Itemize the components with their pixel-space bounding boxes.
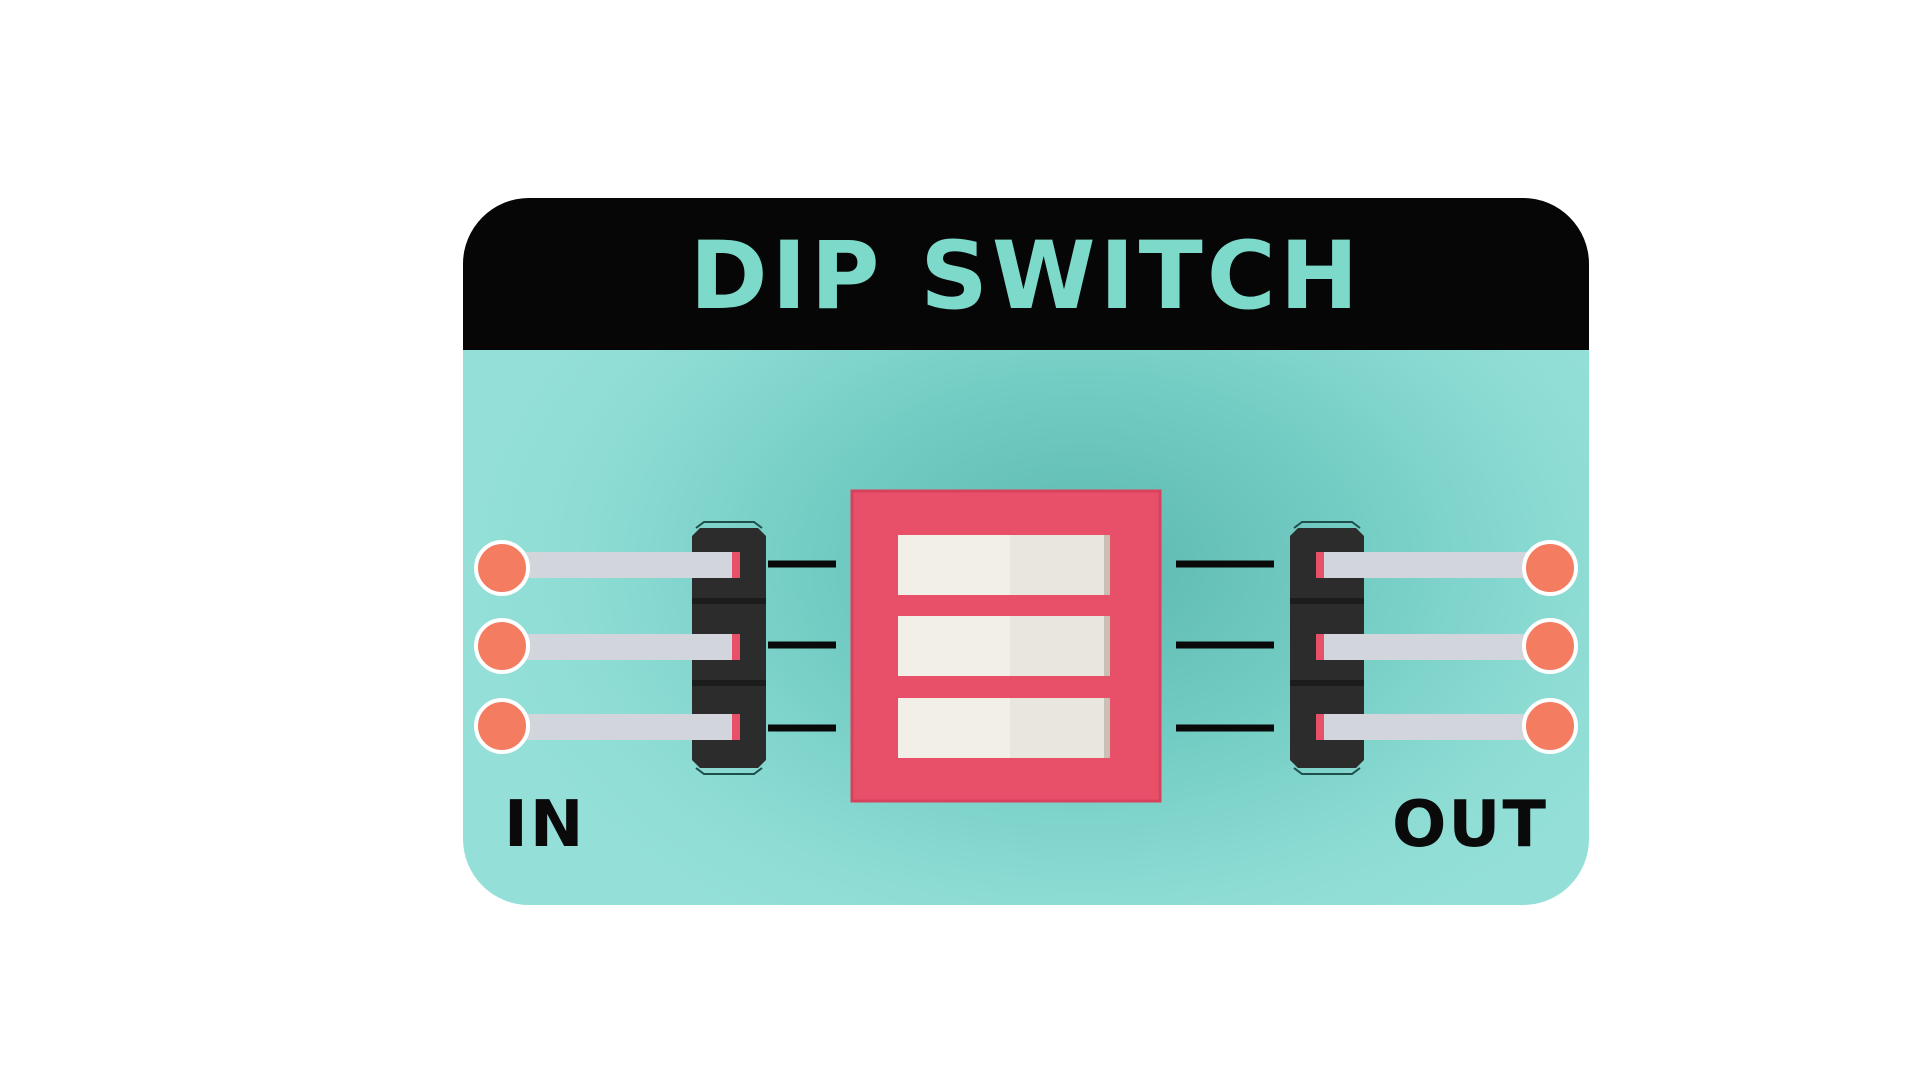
input-pin-3 — [508, 714, 740, 740]
switch-toggle-1[interactable] — [898, 535, 1110, 595]
input-terminal-3[interactable] — [474, 698, 530, 754]
output-terminal-1[interactable] — [1522, 540, 1578, 596]
input-pins — [508, 552, 740, 740]
out-label: OUT — [1391, 788, 1548, 862]
output-terminal-2[interactable] — [1522, 618, 1578, 674]
dip-switch — [850, 489, 1162, 803]
input-pin-1 — [508, 552, 740, 578]
input-terminal-2[interactable] — [474, 618, 530, 674]
output-pins — [1316, 552, 1548, 740]
input-terminal-1[interactable] — [474, 540, 530, 596]
output-terminals — [1522, 540, 1578, 754]
traces — [768, 560, 1274, 732]
output-pin-2 — [1316, 634, 1548, 660]
input-pin-2 — [508, 634, 740, 660]
switch-toggle-2[interactable] — [898, 616, 1110, 676]
switch-toggle-3[interactable] — [898, 698, 1110, 758]
output-terminal-3[interactable] — [1522, 698, 1578, 754]
in-label: IN — [504, 788, 586, 862]
output-pin-3 — [1316, 714, 1548, 740]
board-header: DIP SWITCH — [463, 198, 1589, 350]
board-title: DIP SWITCH — [689, 222, 1363, 331]
input-terminals — [474, 540, 530, 754]
output-pin-1 — [1316, 552, 1548, 578]
